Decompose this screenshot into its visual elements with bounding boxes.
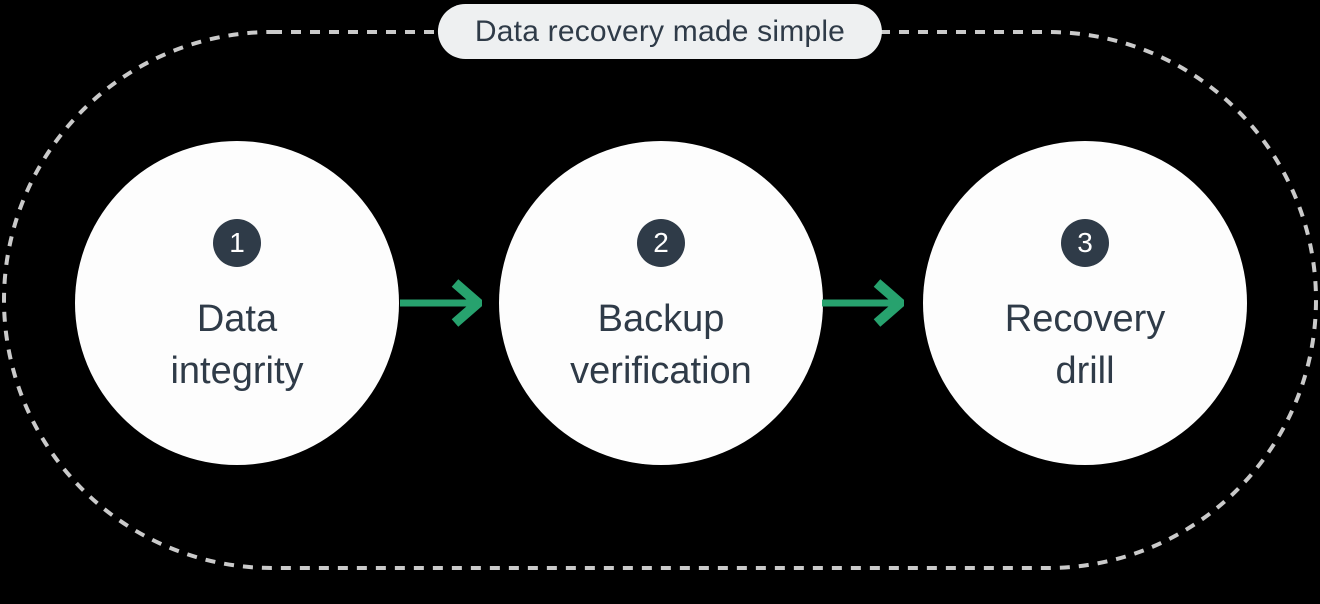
step-label-line: verification (570, 350, 752, 392)
step-circle-recovery-drill: 3 Recovery drill (923, 141, 1247, 465)
diagram-title-pill: Data recovery made simple (437, 4, 883, 59)
step-circle-data-integrity: 1 Data integrity (75, 141, 399, 465)
step-number-badge: 2 (637, 219, 685, 267)
arrow-right-icon (822, 279, 904, 327)
step-label-line: Backup (597, 298, 725, 340)
step-label-line: integrity (170, 350, 304, 392)
arrow-right-icon (400, 279, 482, 327)
step-label-line: Recovery (1004, 298, 1166, 340)
step-number-badge: 3 (1061, 219, 1109, 267)
step-circle-backup-verification: 2 Backup verification (499, 141, 823, 465)
step-number-badge: 1 (213, 219, 261, 267)
step-label-line: Data (196, 298, 278, 340)
diagram-title: Data recovery made simple (474, 14, 846, 48)
step-label-line: drill (1055, 350, 1115, 392)
